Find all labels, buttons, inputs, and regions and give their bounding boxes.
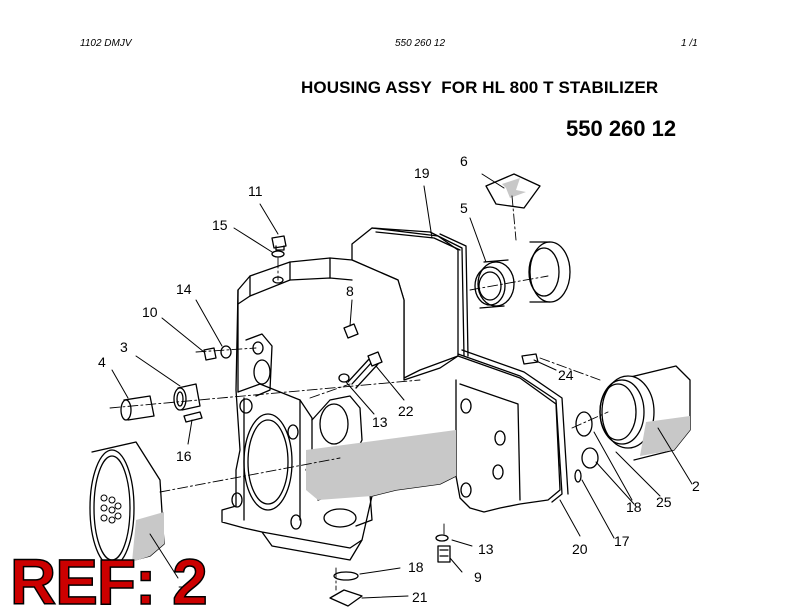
o-ring-18-lower (581, 447, 599, 469)
plug-part-10 (203, 347, 217, 361)
reference-number: 550 260 12 (395, 38, 446, 49)
callout-5: 5 (460, 200, 468, 216)
washer-part-15 (271, 250, 285, 258)
cover-part-7 (89, 441, 165, 567)
bushing-part-3 (173, 383, 201, 411)
o-ring-part-18-bottom (333, 571, 359, 581)
plug-part-11 (271, 235, 287, 251)
gasket-part-21 (329, 589, 363, 607)
washer-part-14 (220, 345, 232, 359)
callout-6: 6 (460, 153, 468, 169)
bolt-part-22 (347, 351, 383, 389)
callout-14: 14 (176, 281, 192, 297)
callout-16: 16 (176, 448, 192, 464)
callout-13-upper: 13 (372, 414, 388, 430)
page-indicator: 1 /1 (681, 38, 698, 49)
washer-part-13-upper (338, 373, 350, 383)
callout-15: 15 (212, 217, 228, 233)
callout-2: 2 (692, 478, 700, 494)
doc-code: 1102 DMJV (80, 38, 132, 49)
housing-body (221, 227, 569, 561)
cylinder-part-2 (599, 365, 691, 461)
drawing-title: HOUSING ASSY FOR HL 800 T STABILIZER (301, 78, 659, 97)
callout-13-lower: 13 (478, 541, 494, 557)
callout-10: 10 (142, 304, 158, 320)
callout-20: 20 (572, 541, 588, 557)
callout-7: 7 (178, 583, 186, 599)
pin-part-16 (183, 411, 203, 423)
o-ring-17 (574, 469, 582, 483)
washer-part-13-lower (435, 534, 449, 542)
ring-part-6-seat (528, 241, 571, 303)
plug-part-8 (343, 323, 359, 339)
callout-17: 17 (614, 533, 630, 549)
callout-4: 4 (98, 354, 106, 370)
ref-stamp: REF: 2 (10, 546, 207, 611)
part-number: 550 260 12 (566, 116, 677, 141)
callout-9: 9 (474, 569, 482, 585)
callout-25: 25 (656, 494, 672, 510)
callout-19: 19 (414, 165, 430, 181)
callout-22: 22 (398, 403, 414, 419)
pin-part-24 (521, 353, 539, 365)
callout-21: 21 (412, 589, 428, 605)
plug-part-9 (437, 545, 451, 563)
callout-18-right: 18 (626, 499, 642, 515)
callout-8: 8 (346, 283, 354, 299)
bushing-part-4 (120, 395, 155, 421)
callout-3: 3 (120, 339, 128, 355)
callout-24: 24 (558, 367, 574, 383)
callout-18-bottom: 18 (408, 559, 424, 575)
bearing-part-5 (474, 259, 515, 309)
o-ring-18-upper (575, 411, 593, 437)
callout-11: 11 (248, 183, 263, 199)
